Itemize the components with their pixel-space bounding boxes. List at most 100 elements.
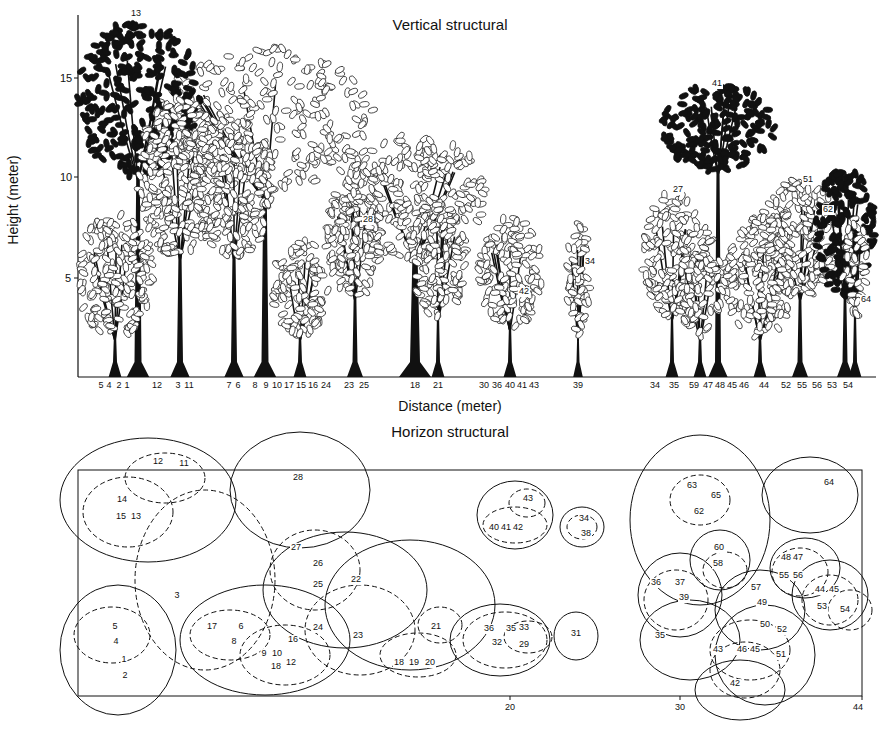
leaf [169,52,179,58]
leaf [196,66,204,77]
leaf [309,152,315,162]
leaf [678,92,689,101]
leaf [374,255,385,265]
leaf [869,232,879,238]
leaf [843,207,849,217]
leaf [367,147,377,154]
leaf [368,106,379,113]
leaf [219,76,229,87]
leaf [327,134,333,144]
leaf [476,212,486,218]
leaf [145,72,155,78]
leaf [107,132,117,138]
leaf [351,188,357,198]
leaf [238,56,246,67]
leaf [331,191,341,198]
leaf [111,115,121,121]
leaf [142,53,153,62]
leaf [115,122,125,128]
leaf [197,186,207,191]
leaf [133,31,143,37]
leaf [281,108,291,114]
leaf [275,137,285,143]
leaf [421,230,427,240]
tree-trunk [170,253,189,377]
leaf [156,41,162,51]
leaf [767,132,778,142]
leaf [307,141,318,149]
leaf [359,130,367,141]
leaf [338,75,348,86]
leaf [227,94,238,105]
leaf [380,138,389,149]
leaf [466,182,476,188]
leaf [321,242,332,250]
leaf [359,101,369,108]
leaf [294,83,304,90]
leaf [393,191,403,197]
leaf [262,97,272,102]
leaf [335,219,345,225]
leaf [746,101,756,107]
leaf [218,87,226,98]
leaf [189,61,196,71]
leaf [172,81,182,87]
leaf [449,140,456,150]
leaf [104,67,111,78]
leaf [171,65,177,75]
leaf [472,216,483,226]
tree-trunk [837,293,853,377]
leaf [306,79,315,90]
leaf [87,116,97,122]
leaf [773,197,779,207]
leaf [361,263,372,271]
leaf [831,287,841,293]
leaf [121,109,127,119]
leaf [357,90,368,100]
leaf [268,57,275,68]
leaf [805,185,811,195]
leaf [159,224,169,231]
leaf [351,115,362,124]
leaf [202,80,213,88]
leaf [335,166,346,177]
leaf [460,214,469,225]
tree-trunk [792,293,808,377]
leaf [109,30,119,36]
leaf [475,198,481,208]
leaf [188,79,199,87]
leaf [90,72,100,83]
leaf [395,231,406,241]
leaf [232,202,238,212]
leaf [259,76,269,87]
leaf [262,114,270,125]
leaf [224,53,234,59]
leaf [273,71,284,79]
leaf [283,168,294,177]
leaf [212,100,222,111]
leaf [114,40,124,46]
leaf [252,46,263,54]
leaf [243,74,249,84]
leaf [188,245,194,255]
leaf [82,72,92,83]
leaf [245,247,255,253]
leaf [98,105,106,116]
leaf [838,200,844,210]
leaf [396,138,406,144]
leaf [264,162,270,172]
leaf [103,78,110,88]
leaf [176,130,182,140]
leaf [224,104,234,115]
leaf [454,200,465,208]
tree-trunk [347,293,363,377]
leaf [296,161,307,169]
leaf [177,120,187,126]
leaf [74,100,85,108]
leaf [867,205,877,211]
leaf [151,200,161,205]
leaf [185,48,192,58]
leaf [866,238,876,244]
